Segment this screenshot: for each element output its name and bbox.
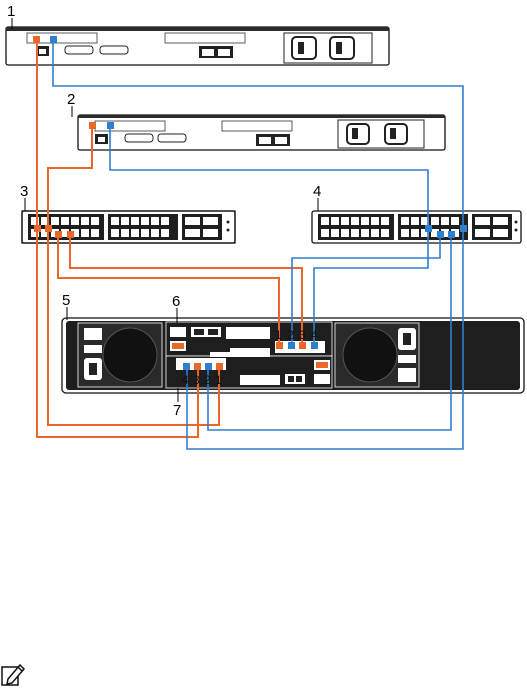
callout-1: 1 bbox=[7, 3, 15, 20]
port-label: 4 bbox=[182, 373, 189, 387]
server-1 bbox=[6, 27, 389, 65]
port-label: 1 bbox=[275, 328, 282, 342]
controller-6 bbox=[166, 322, 332, 356]
port-label: 4 bbox=[311, 328, 318, 342]
callout-7: 7 bbox=[173, 402, 181, 419]
switch-3 bbox=[22, 211, 235, 243]
callout-2: 2 bbox=[67, 91, 75, 108]
callout-6: 6 bbox=[172, 293, 180, 310]
note-pencil-icon bbox=[0, 661, 26, 687]
callout-4: 4 bbox=[313, 183, 321, 200]
port-label: 2 bbox=[287, 328, 294, 342]
port-label: 2 bbox=[204, 373, 211, 387]
callout-3: 3 bbox=[20, 183, 28, 200]
server-2 bbox=[78, 115, 445, 150]
controller-7 bbox=[166, 352, 332, 388]
port-label: 1 bbox=[215, 373, 222, 387]
port-label: 3 bbox=[299, 328, 306, 342]
callout-5: 5 bbox=[62, 292, 70, 309]
port-label: 3 bbox=[193, 373, 200, 387]
switch-4 bbox=[312, 211, 521, 243]
